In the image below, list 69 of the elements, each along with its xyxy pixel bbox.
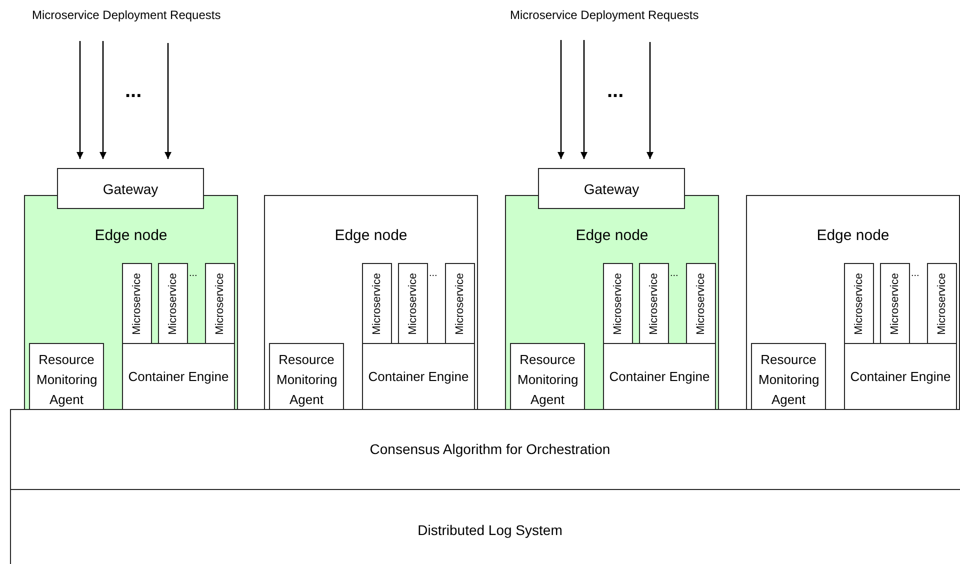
microservice-box <box>445 263 475 344</box>
ellipsis: ... <box>429 268 438 279</box>
microservice-box <box>844 263 874 344</box>
node-title: Edge node <box>574 227 650 244</box>
box-label: Container Engine <box>609 369 710 384</box>
arrow <box>558 40 564 159</box>
box-label: Gateway <box>102 180 158 196</box>
container-engine-box <box>362 343 475 410</box>
edge-node-box <box>746 195 960 410</box>
box-label: Resource Monitoring Agent <box>518 351 578 409</box>
arrow <box>580 40 588 159</box>
ellipsis: ... <box>911 268 920 279</box>
caption-text: Microservice Deployment Requests <box>32 8 221 22</box>
microservice-box <box>205 263 235 344</box>
box-label: Microservice <box>853 272 865 334</box>
microservice-box <box>880 263 910 344</box>
box-label: Container Engine <box>850 369 951 384</box>
caption-text: Microservice Deployment Requests <box>510 8 699 22</box>
microservice-box <box>603 263 633 344</box>
ellipsis: ... <box>670 268 678 279</box>
node-title: Edge node <box>816 227 890 244</box>
ellipsis: ... <box>607 80 624 103</box>
box-label: Resource Monitoring Agent <box>276 351 336 409</box>
arrow <box>646 42 654 159</box>
agent-box <box>510 343 585 410</box>
box-label: Gateway <box>584 180 640 196</box>
box-label: Microservice <box>371 272 383 334</box>
box-label: Container Engine <box>368 369 469 384</box>
box-label: Resource Monitoring Agent <box>36 351 96 409</box>
microservice-box <box>686 263 716 344</box>
edge-node-box <box>264 195 478 410</box>
microservice-box <box>362 263 392 344</box>
container-engine-box <box>122 343 235 410</box>
box-label: Microservice <box>214 272 226 334</box>
box-label: Distributed Log System <box>418 522 562 538</box>
microservice-box <box>639 263 669 344</box>
ellipsis: ... <box>189 268 198 279</box>
box-label: Microservice <box>695 272 707 334</box>
box-label: Microservice <box>648 272 660 334</box>
box-label: Microservice <box>936 272 948 334</box>
arrow <box>164 43 172 159</box>
gateway-box <box>57 168 204 209</box>
ellipsis: ... <box>125 80 142 103</box>
box-label: Microservice <box>612 272 624 334</box>
node-title: Edge node <box>334 227 408 244</box>
container-engine-box <box>603 343 716 410</box>
arrow <box>76 41 84 159</box>
agent-box <box>269 343 344 410</box>
box-label: Consensus Algorithm for Orchestration <box>370 441 610 457</box>
container-engine-box <box>844 343 957 410</box>
box-label: Microservice <box>407 272 419 334</box>
box-label: Microservice <box>454 272 466 334</box>
microservice-box <box>927 263 957 344</box>
box-label: Microservice <box>889 272 901 334</box>
agent-box <box>29 343 104 410</box>
layer-band <box>10 409 960 490</box>
box-label: Resource Monitoring Agent <box>758 351 818 409</box>
edge-node-box <box>24 195 238 410</box>
box-label: Container Engine <box>128 369 229 384</box>
microservice-box <box>158 263 188 344</box>
arrow <box>100 41 106 159</box>
box-label: Microservice <box>167 272 179 334</box>
microservice-box <box>398 263 428 344</box>
gateway-box <box>538 168 685 209</box>
node-title: Edge node <box>94 227 168 244</box>
agent-box <box>751 343 826 410</box>
box-label: Microservice <box>131 272 143 334</box>
microservice-box <box>122 263 152 344</box>
edge-node-box <box>505 195 719 410</box>
